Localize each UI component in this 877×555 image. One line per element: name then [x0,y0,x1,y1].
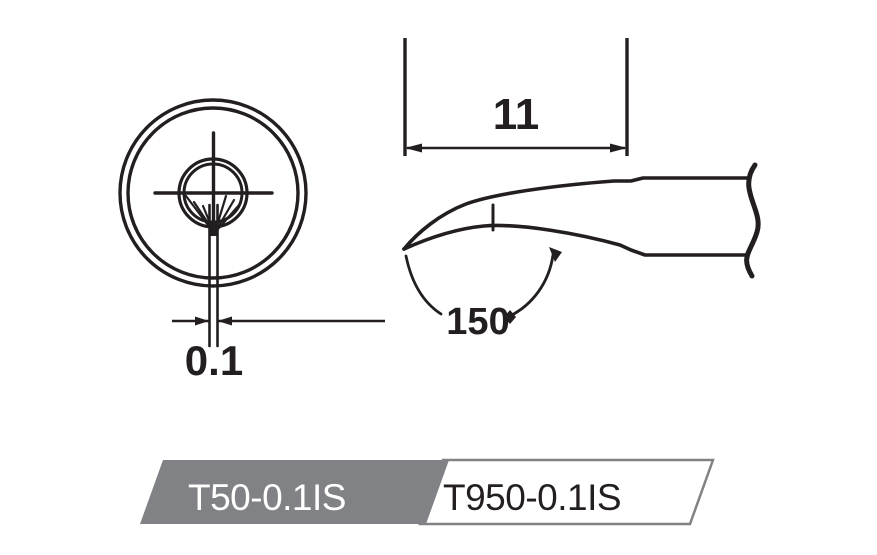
angle-dimension-label: 150 [446,301,509,343]
angle-arrowhead [549,247,562,262]
break-line [744,162,761,279]
angle-arc-right [508,253,555,318]
profile-top-edge [402,176,750,251]
part-label-right-background[interactable] [418,458,715,526]
angle-arc-left [404,254,443,316]
length-dimension [403,38,629,156]
width-arrowhead-left [195,316,209,326]
degree-symbol-icon [504,310,516,324]
part-label-divider [420,460,449,524]
angle-dimension [404,247,562,318]
outer-circle-2 [126,106,300,280]
tip-front-view [118,98,308,348]
part-label-left-background[interactable] [140,460,449,524]
part-number-bar: T50-0.1IS T950-0.1IS [140,458,715,526]
width-dimension [172,316,385,326]
tip-side-profile-view [402,162,761,279]
outer-circle-1 [118,98,308,288]
width-dimension-label: 0.1 [185,337,243,384]
part-label-left-text: T50-0.1IS [188,477,346,518]
width-arrowhead-right [217,316,232,326]
length-arrowhead-left [405,143,422,153]
length-arrowhead-right [610,143,627,153]
profile-bottom-edge [402,223,748,257]
length-dimension-label: 11 [493,90,540,139]
part-label-right-text: T950-0.1IS [443,477,621,518]
blade-tip-node [209,222,218,236]
